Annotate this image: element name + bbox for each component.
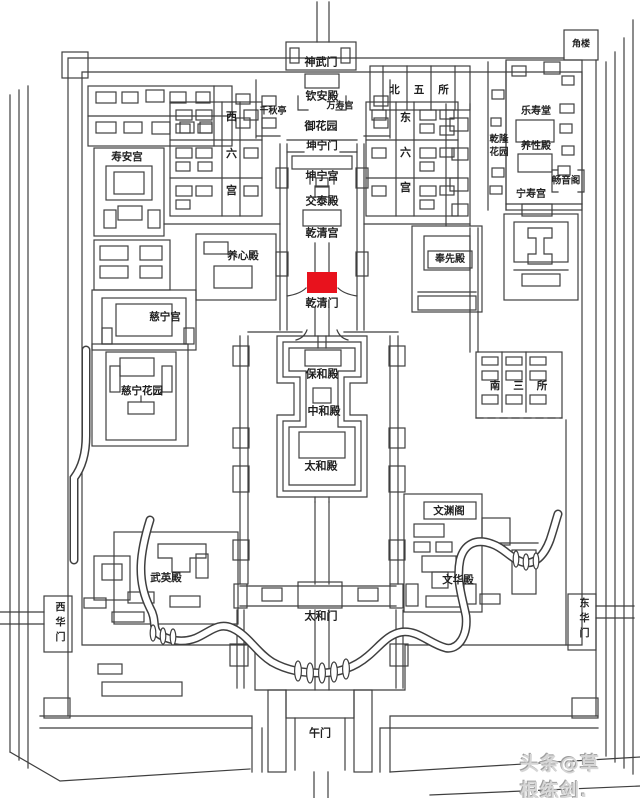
- moat-lines: [9, 1, 640, 796]
- ningshougong-sector: [487, 59, 585, 301]
- west-six-palaces: [169, 101, 263, 217]
- court-corridors: [232, 329, 406, 585]
- taihemen-row: [233, 581, 404, 609]
- wumen-gate: [254, 644, 406, 798]
- city-walls: [39, 29, 599, 773]
- fengxiandian-compound: [411, 103, 483, 313]
- three-halls-terrace: [276, 335, 368, 503]
- shouangong-compound: [93, 147, 165, 237]
- side-gates: [0, 593, 635, 653]
- yangxindian-compound: [195, 233, 277, 301]
- bridges: [149, 550, 540, 684]
- south-three-lodges: [475, 351, 563, 419]
- inner-streets: [97, 223, 567, 697]
- north-five-lodges: [369, 65, 471, 111]
- cining-garden: [91, 343, 189, 447]
- northwest-cluster: [87, 85, 251, 147]
- wuyingdian-compound: [83, 531, 239, 625]
- west-road-inner: [71, 347, 89, 563]
- axis-roads: [229, 307, 409, 691]
- cininggong-compound: [91, 239, 197, 351]
- qianqing-compound: [275, 139, 369, 331]
- east-six-palaces: [365, 101, 459, 217]
- wenhua-compound: [403, 493, 539, 613]
- highlight-marker: [307, 272, 337, 293]
- shenwumen-gate: [285, 41, 357, 71]
